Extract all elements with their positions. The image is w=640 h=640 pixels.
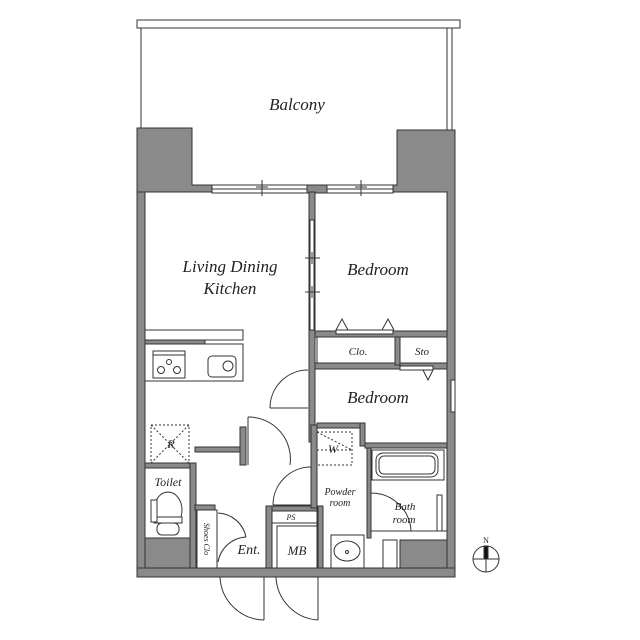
compass-north-label: N <box>483 536 489 545</box>
refrigerator-space <box>150 424 190 464</box>
label-powder-2: room <box>330 498 351 509</box>
label-bedroom-1: Bedroom <box>347 260 409 279</box>
label-refrigerator: R <box>166 437 175 451</box>
washer-space <box>316 431 353 466</box>
label-entrance: Ent. <box>237 543 261 558</box>
label-powder-1: Powder <box>323 487 355 498</box>
label-ldk-1: Living Dining <box>182 257 278 276</box>
closet-doors <box>335 317 434 382</box>
sliding-door <box>305 219 320 331</box>
walls <box>136 127 456 578</box>
label-balcony: Balcony <box>269 95 325 114</box>
label-storage: Sto <box>415 346 430 358</box>
compass-icon <box>472 545 500 573</box>
washbasin <box>330 534 365 569</box>
label-pipe-space: PS <box>286 513 296 522</box>
bathtub <box>371 449 445 532</box>
label-toilet: Toilet <box>155 475 183 489</box>
kitchen-counter <box>144 329 244 382</box>
door-swings <box>217 369 412 621</box>
label-bath-1: Bath <box>395 501 416 513</box>
label-bath-2: room <box>393 514 416 526</box>
toilet-fixture <box>144 467 191 539</box>
label-ldk-2: Kitchen <box>203 279 257 298</box>
label-shoes-closet: Shoes Clo <box>202 523 211 555</box>
label-washer: W <box>328 442 339 456</box>
label-bedroom-2: Bedroom <box>347 388 409 407</box>
balcony-railing <box>136 19 461 130</box>
interior-lines <box>196 336 456 569</box>
top-windows <box>211 180 394 196</box>
label-closet: Clo. <box>349 346 368 358</box>
label-meter-box: MB <box>287 543 307 558</box>
